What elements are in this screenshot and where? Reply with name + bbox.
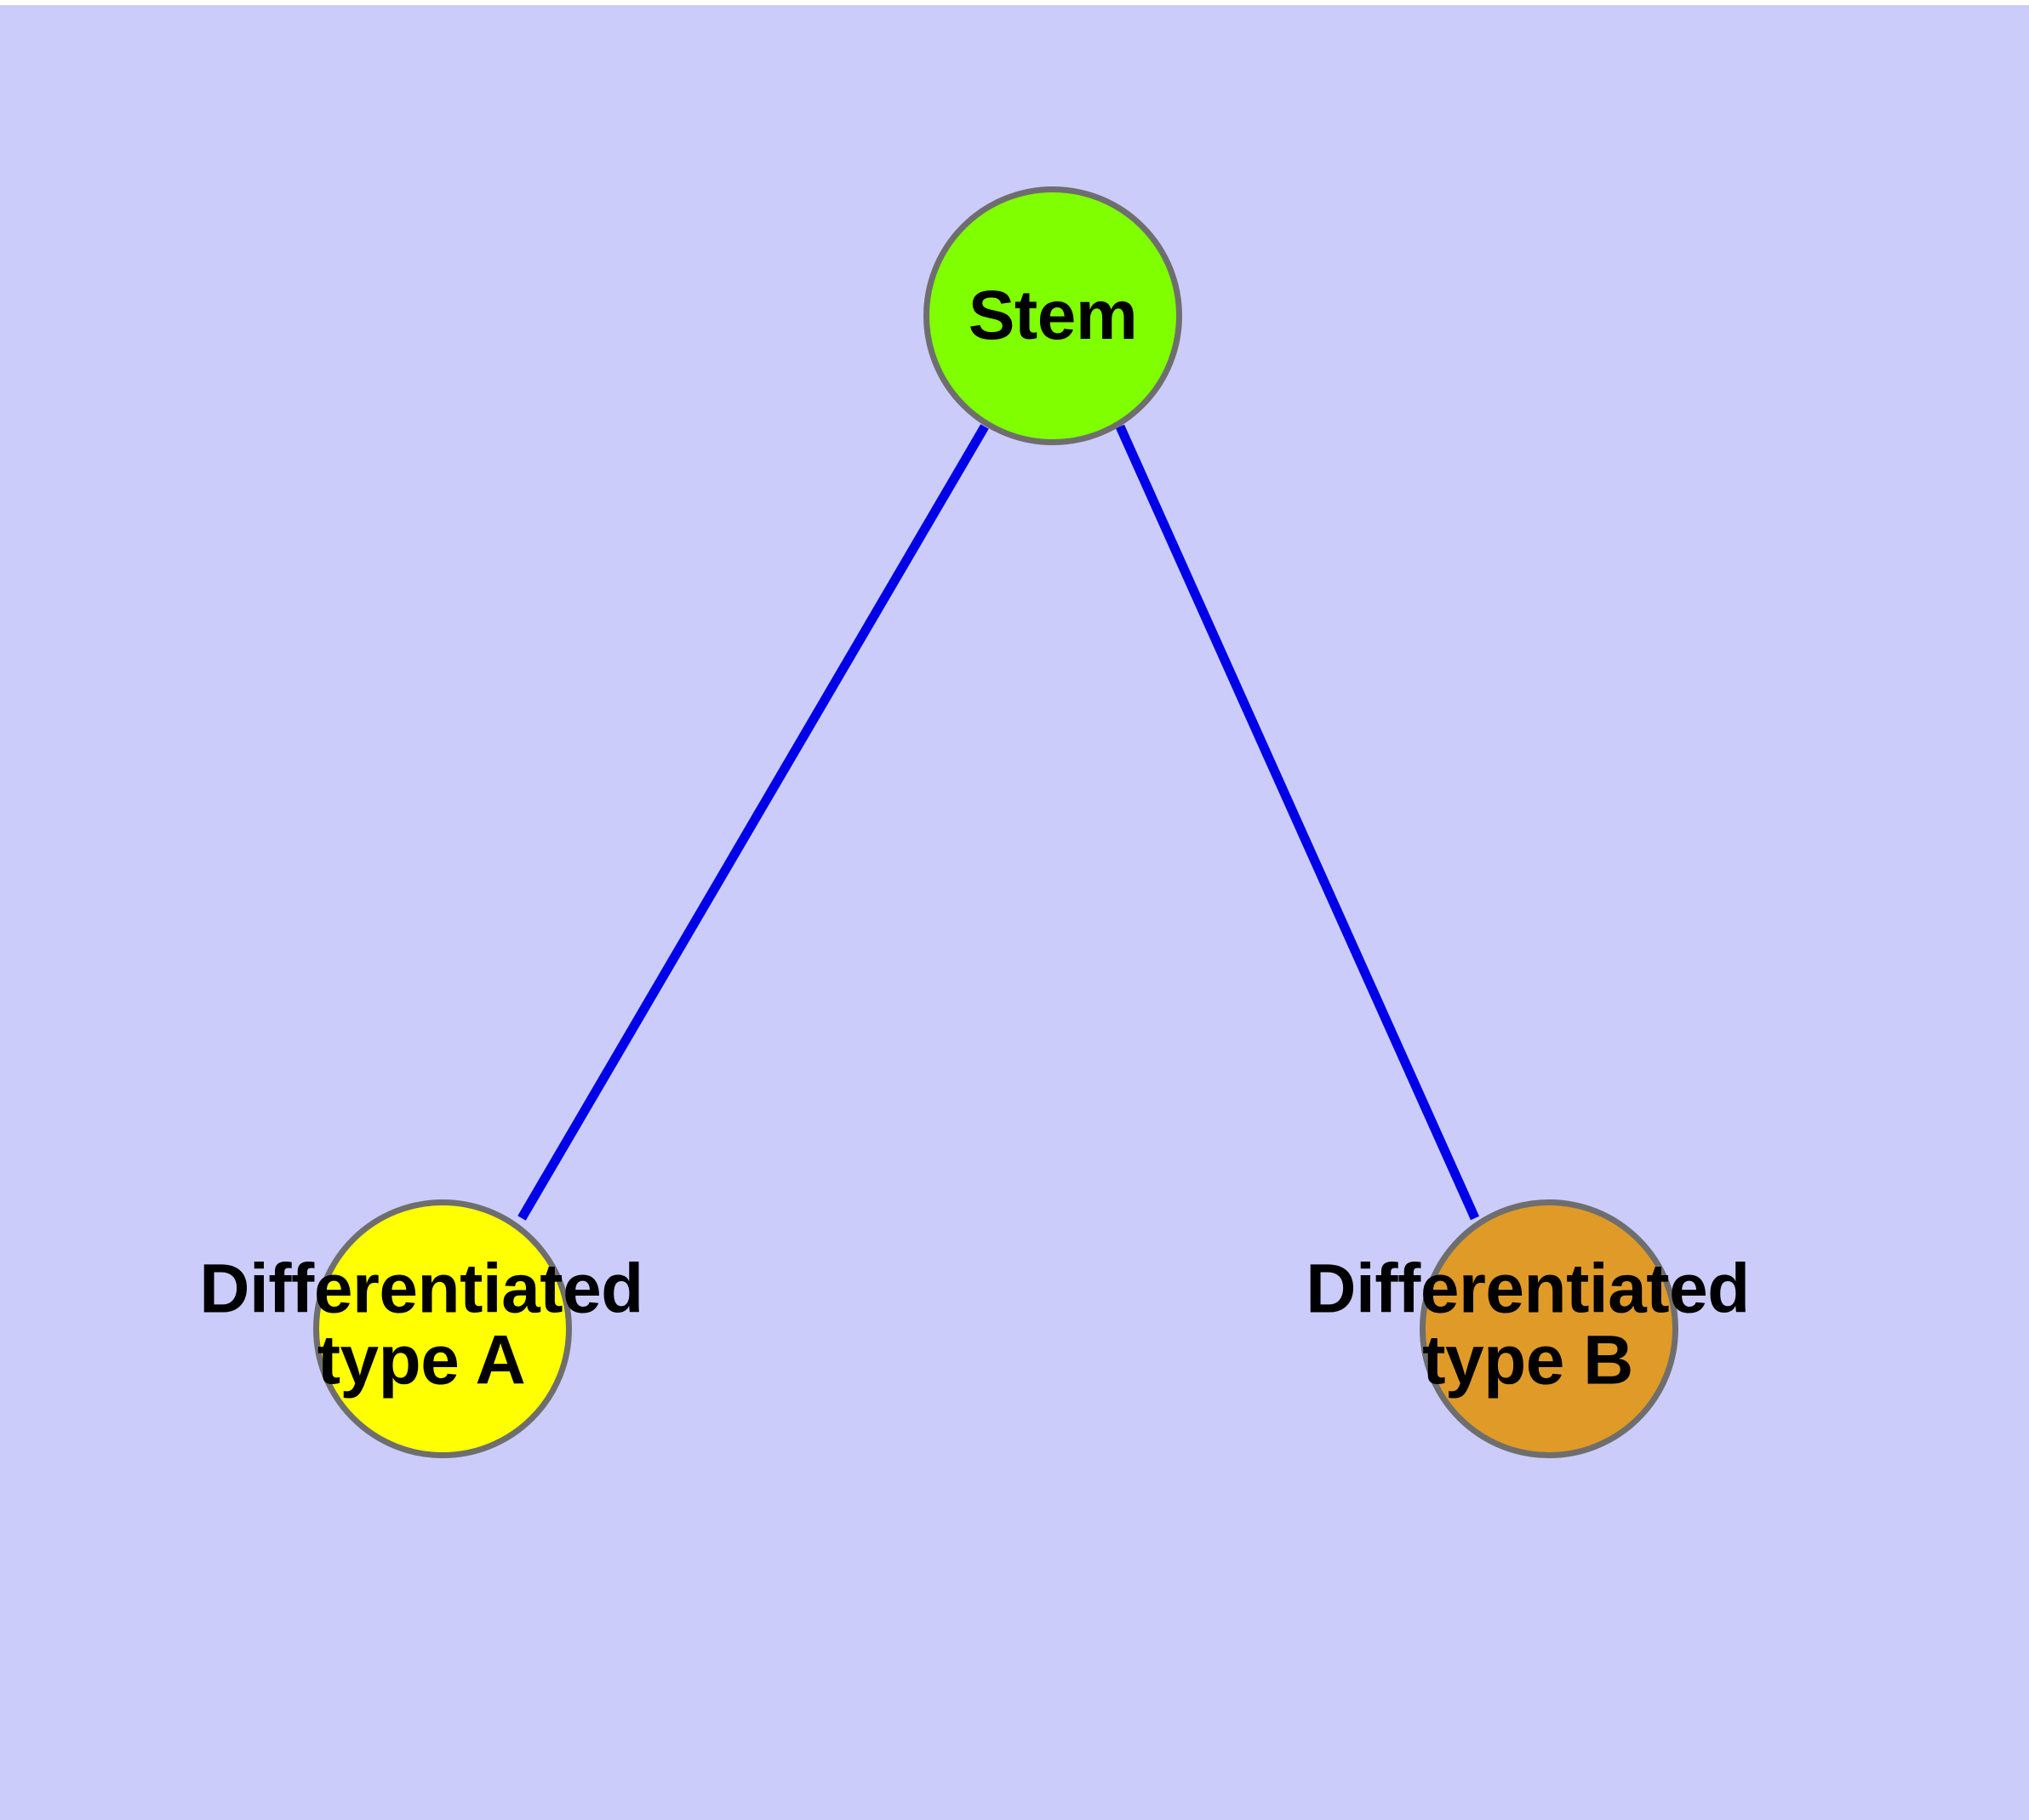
edges-group [517,424,1480,1221]
graph-edge-stem-diff_a[interactable] [517,424,989,1221]
graph-node-stem[interactable] [923,186,1182,445]
graph-edge-stem-diff_b[interactable] [1115,424,1480,1221]
graph-node-diff_a[interactable] [313,1199,572,1458]
graph-node-diff_b[interactable] [1420,1199,1678,1458]
